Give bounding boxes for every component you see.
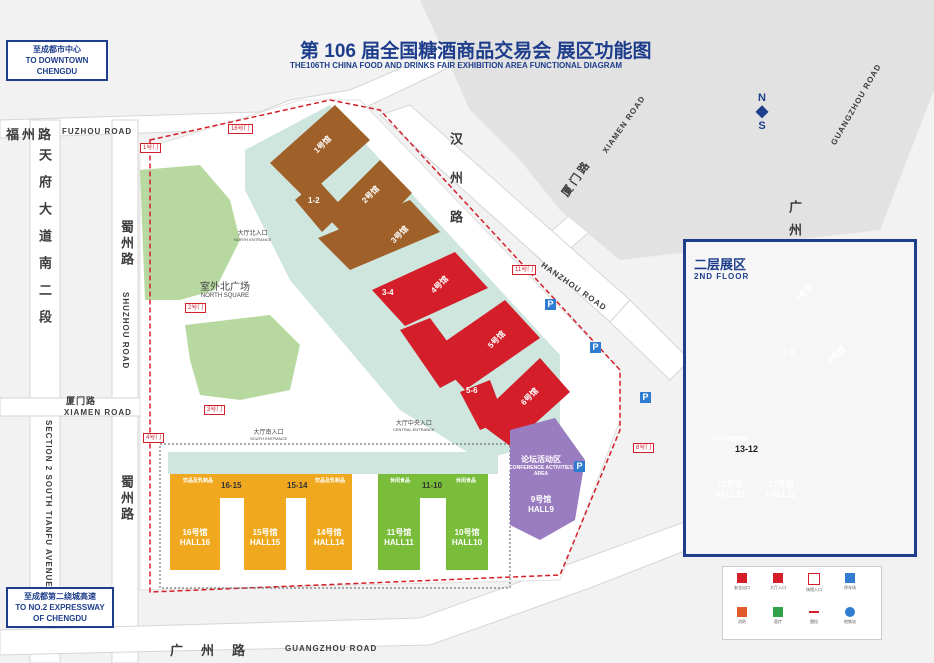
expressway-sign-cn: 至成都第二绕城高速: [24, 592, 96, 601]
hall13-label: 13号馆 HALL13: [714, 480, 746, 499]
hall-3: [318, 200, 440, 270]
hall10-label: 10号馆 HALL10: [451, 528, 483, 547]
tianfu-avenue: [29, 119, 61, 663]
legend-item: 地铁站: [839, 607, 861, 625]
gate-1[interactable]: 1号门: [140, 143, 162, 153]
xiamen-road-cn: 厦门路: [66, 396, 97, 406]
gate-8[interactable]: 8号门: [633, 443, 655, 453]
downtown-sign: 至成都市中心 TO DOWNTOWN CHENGDU: [6, 40, 108, 81]
conference-area-en: CONFERENCE ACTIVITIES AREA: [509, 465, 573, 477]
fuzhou-road-cn: 福州路: [6, 127, 55, 142]
shuzhou-road-cn: 蜀州路: [119, 220, 134, 268]
north-square-label: 室外北广场 NORTH SQUARE: [200, 278, 250, 299]
gate-16[interactable]: 16号门: [228, 124, 253, 134]
compass-south-label: S: [758, 120, 766, 132]
legend-item: 消防: [731, 607, 753, 625]
legend-item: 医疗: [767, 607, 789, 625]
xiamen-road-en: XIAMEN ROAD: [64, 408, 132, 417]
hall14-category: 饮品及乳制品: [314, 478, 345, 484]
shu-road-cn: 蜀州路: [119, 475, 134, 523]
map-subtitle: THE106TH CHINA FOOD AND DRINKS FAIR EXHI…: [290, 61, 623, 70]
conference-area-label: 论坛活动区 CONFERENCE ACTIVITIES AREA 9号馆 HAL…: [506, 455, 576, 515]
guangzhou-road-cn: 广州路: [170, 643, 264, 658]
legend-item: 场馆入口: [803, 573, 825, 593]
legend-item: 大厅入口: [767, 573, 789, 591]
shuzhou-road: [111, 119, 139, 663]
gate-icon: [808, 573, 820, 585]
expressway-sign: 至成都第二绕城高速 TO NO.2 EXPRESSWAY OF CHENGDU: [6, 587, 114, 628]
map-legend: 安全出口 大厅入口 场馆入口 停车场 消防 医疗 围挡 地铁站: [722, 566, 882, 640]
connector-11-10: 11-10: [422, 481, 443, 490]
parking-icon[interactable]: P: [640, 392, 651, 403]
downtown-sign-cn: 至成都市中心: [33, 45, 81, 54]
hall-1: [270, 105, 370, 198]
legend-item: 安全出口: [731, 573, 753, 591]
north-entrance[interactable]: 大厅北入口 NORTH ENTRANCE: [234, 231, 272, 242]
gate-11[interactable]: 11号门: [512, 265, 537, 275]
fence-icon: [809, 611, 819, 617]
hanzhou-road-cn: 汉州路: [448, 132, 463, 249]
gate-4[interactable]: 4号门: [143, 433, 165, 443]
hall10-category: 休闲食品: [455, 478, 476, 484]
compass-north-label: N: [758, 92, 766, 104]
hall9-label: 9号馆: [530, 495, 552, 504]
hall11-label: 11号馆 HALL11: [384, 528, 414, 547]
floor2-title: 二层展区: [694, 257, 747, 272]
connector-16-15: 16-15: [221, 481, 242, 490]
gate-2[interactable]: 2号门: [185, 303, 207, 313]
compass: N ◆ S: [752, 92, 772, 132]
compass-arrow-icon: ◆: [755, 103, 769, 120]
shuzhou-road-en: SHUZHOU ROAD: [121, 292, 130, 370]
north-square-cn: 室外北广场: [200, 282, 250, 293]
legend-item: 停车场: [839, 573, 861, 591]
tianfu-road-en: SECTION 2 SOUTH TIANFU AVENUE: [44, 420, 53, 588]
entrance-icon: [773, 573, 783, 583]
fire-icon: [737, 607, 747, 617]
map-title: 第 106 届全国糖酒商品交易会 展区功能图: [300, 41, 652, 62]
parking-icon[interactable]: P: [574, 461, 585, 472]
parking-icon: [845, 573, 855, 583]
hall15-label: 15号馆 HALL15: [249, 528, 281, 547]
connector-15-14: 15-14: [287, 481, 308, 490]
hall9-en: HALL9: [528, 505, 554, 514]
south-entrance[interactable]: 大厅南入口 SOUTH ENTRANCE: [250, 430, 288, 441]
expressway-sign-en: TO NO.2 EXPRESSWAY OF CHENGDU: [15, 603, 105, 623]
park-north: [140, 165, 240, 300]
guangzhou-road-en: GUANGZHOU ROAD: [285, 644, 378, 653]
connector-5-6: 5-6: [466, 386, 478, 395]
connector-13-12: 13-12: [735, 444, 759, 454]
parking-icon[interactable]: P: [590, 342, 601, 353]
gate-3[interactable]: 3号门: [204, 405, 226, 415]
park-south: [185, 315, 300, 400]
tianfu-road-cn: 天府大道南二段: [37, 148, 52, 337]
legend-item: 围挡: [803, 607, 825, 625]
hall16-label: 16号馆 HALL16: [179, 528, 211, 547]
downtown-sign-en: TO DOWNTOWN CHENGDU: [25, 56, 89, 76]
hall16-category: 饮品及乳制品: [182, 478, 213, 484]
fence-line: [149, 99, 621, 593]
connector-7-8: 7-8: [783, 348, 795, 357]
hall-4: [372, 252, 488, 326]
second-floor-panel: 二层展区 2ND FLOOR: [683, 239, 917, 557]
hall13-category: 进口及烘焙食品: [712, 436, 748, 442]
exit-icon: [737, 573, 747, 583]
hall-6: [475, 358, 570, 446]
central-entrance[interactable]: 大厅中央入口 CENTRAL ENTRANCE: [393, 421, 435, 432]
hall12-label: 12号馆 HALL12: [765, 480, 797, 499]
hall-9: [510, 418, 585, 540]
hall14-label: 14号馆 HALL14: [313, 528, 345, 547]
metro-icon: [845, 607, 855, 617]
north-square-en: NORTH SQUARE: [200, 293, 250, 299]
first-aid-icon: [773, 607, 783, 617]
floor2-title-en: 2ND FLOOR: [694, 272, 750, 281]
parking-icon[interactable]: P: [545, 299, 556, 310]
hall11-category: 休闲食品: [389, 478, 410, 484]
fuzhou-road-en: FUZHOU ROAD: [62, 127, 133, 136]
hanzhou-road-2: [609, 299, 691, 381]
connector-1-2: 1-2: [308, 196, 320, 205]
connector-3-4: 3-4: [382, 288, 394, 297]
conference-area-cn: 论坛活动区: [521, 455, 561, 464]
